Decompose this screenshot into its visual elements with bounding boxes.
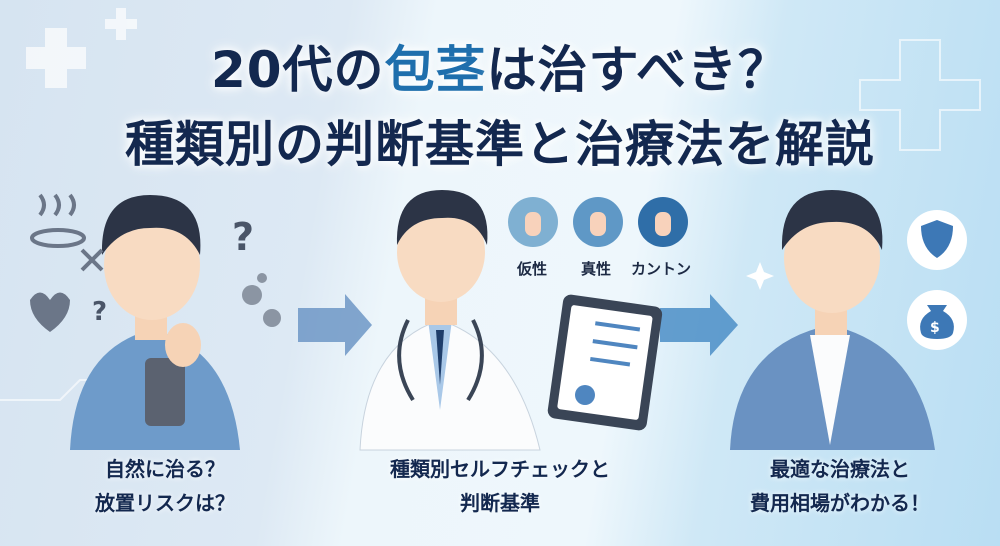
type-icons: [508, 197, 688, 247]
smartphone-icon: [145, 358, 185, 426]
type-label-kanton: カントン: [631, 260, 692, 278]
sparkle-icon: [746, 262, 774, 290]
caption-right: 最適な治療法と費用相場がわかる！: [700, 452, 980, 520]
page-title-line2: 種類別の判断基準と治療法を解説: [124, 116, 875, 173]
doctor-figure: [359, 190, 541, 451]
stethoscope-icon: [397, 319, 484, 402]
caption-line: 判断基準: [460, 491, 540, 515]
shield-icon: [921, 220, 953, 258]
caption-line: 種類別セルフチェックと: [390, 457, 610, 481]
hot-spring-crossed-icon: [30, 193, 104, 272]
arrow-right-icon: [298, 294, 372, 356]
type-label-kasei: 仮性: [517, 260, 548, 278]
title-text: 20代の: [210, 41, 385, 99]
page-title-line1: 20代の包茎は治すべき？: [0, 30, 1000, 102]
caption-line: 自然に治る？: [105, 457, 225, 481]
caption-middle: 種類別セルフチェックと判断基準: [340, 452, 660, 520]
medical-cross-icon: [26, 8, 137, 88]
happy-man-figure: [730, 190, 935, 450]
question-mark-icon: ?: [232, 215, 254, 259]
tablet-checklist-icon: [547, 294, 663, 431]
money-bag-icon: [920, 305, 954, 339]
svg-text:$: $: [930, 320, 940, 336]
question-mark-icon: ?: [92, 297, 107, 327]
germ-icon: [242, 273, 281, 327]
caption-left: 自然に治る？ 放置リスクは？: [40, 452, 290, 520]
caption-line: 費用相場がわかる！: [750, 491, 930, 515]
type-label-shinsei: 真性: [581, 260, 612, 278]
caption-line: 放置リスクは？: [95, 491, 235, 515]
arrow-right-icon: [660, 294, 738, 356]
worried-man-figure: [70, 195, 240, 450]
title-accent: 包茎: [384, 41, 487, 99]
broken-heart-icon: [30, 292, 70, 332]
caption-line: 最適な治療法と: [770, 457, 910, 481]
title-text: は治すべき？: [486, 41, 790, 99]
